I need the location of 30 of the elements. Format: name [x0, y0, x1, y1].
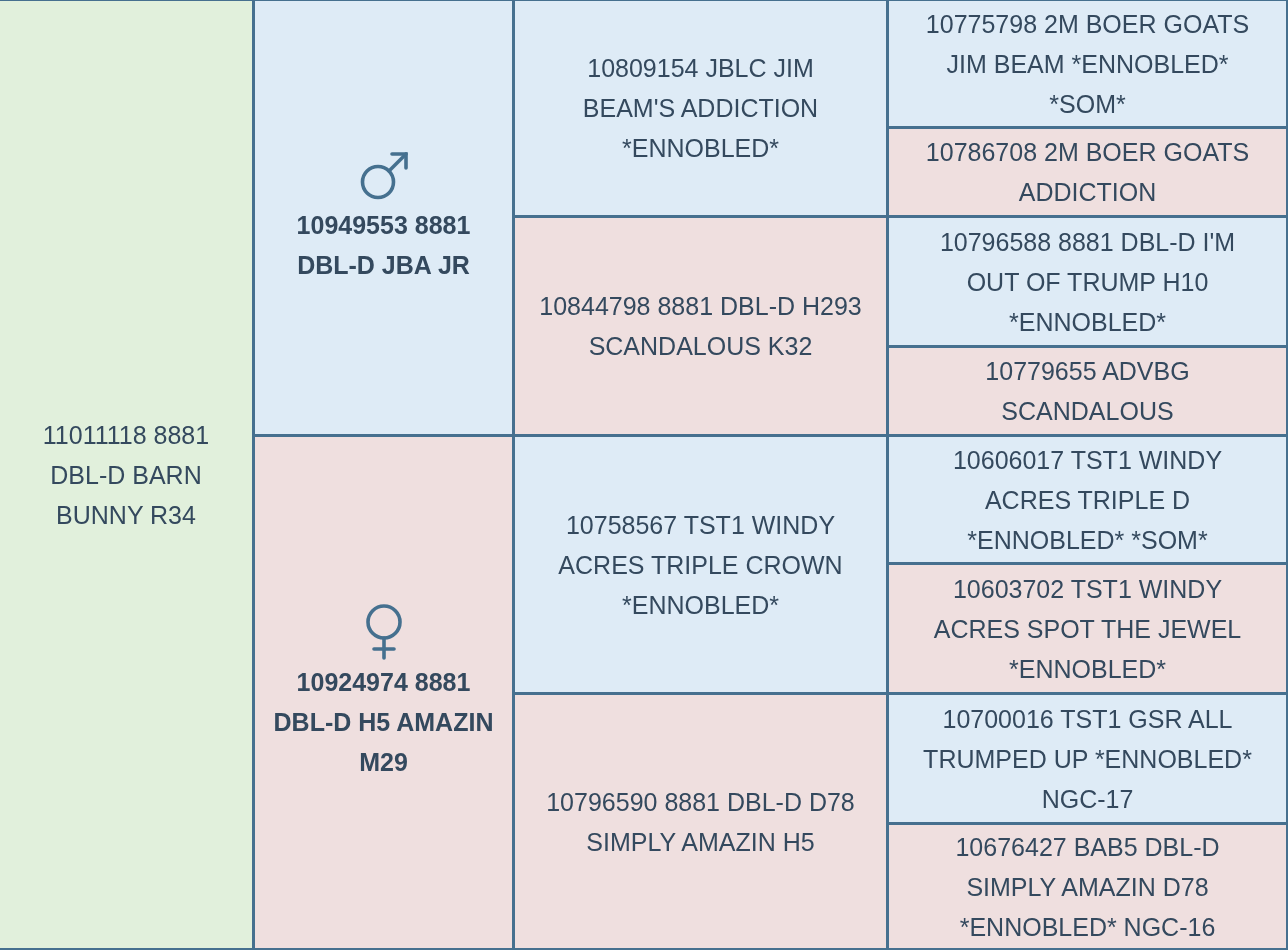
animal-name: 10606017 TST1 WINDY ACRES TRIPLE D *ENNOBLED* *SOM*	[951, 444, 1224, 556]
animal-name: 11011118 8881 DBL-D BARN BUNNY R34	[41, 419, 211, 531]
animal-name: 10786708 2M BOER GOATS ADDICTION	[924, 137, 1251, 208]
pedigree-cell	[889, 218, 1286, 345]
pedigree-cell	[889, 437, 1286, 562]
pedigree-cell	[255, 1, 512, 434]
pedigree-cell	[515, 1, 886, 215]
animal-name: 10796588 8881 DBL-D I'M OUT OF TRUMP H10 *ENNOBLED*	[938, 226, 1237, 338]
animal-name: 10796590 8881 DBL-D D78 SIMPLY AMAZIN H5	[545, 786, 856, 858]
animal-name: 10603702 TST1 WINDY ACRES SPOT THE JEWEL *ENNOBLED*	[932, 573, 1243, 685]
pedigree-cell	[515, 695, 886, 948]
pedigree-cell	[889, 825, 1286, 948]
animal-name: 10924974 8881 DBL-D H5 AMAZIN M29	[272, 666, 495, 778]
animal-name: 10809154 JBLC JIM BEAM'S ADDICTION *ENNOBLED*	[581, 53, 820, 164]
pedigree-cell	[889, 1, 1286, 126]
pedigree-cell	[889, 565, 1286, 692]
animal-name: 10779655 ADVBG SCANDALOUS	[984, 356, 1191, 427]
pedigree-cell	[889, 348, 1286, 434]
pedigree-cell	[515, 437, 886, 692]
animal-name: 10758567 TST1 WINDY ACRES TRIPLE CROWN *ENNOBLED*	[557, 509, 844, 621]
pedigree-cell	[889, 695, 1286, 822]
pedigree-cell	[255, 437, 512, 948]
pedigree-cell	[889, 129, 1286, 215]
animal-name: 10700016 TST1 GSR ALL TRUMPED UP *ENNOBLED* NGC-17	[922, 703, 1253, 815]
animal-name: 10676427 BAB5 DBL-D SIMPLY AMAZIN D78 *ENNOBLED* NGC-16	[954, 831, 1221, 943]
pedigree-cell	[0, 1, 252, 948]
pedigree-cell	[515, 218, 886, 434]
animal-name: 10949553 8881 DBL-D JBA JR	[295, 209, 472, 281]
animal-name: 10775798 2M BOER GOATS JIM BEAM *ENNOBLED* *SOM*	[924, 8, 1251, 120]
animal-name: 10844798 8881 DBL-D H293 SCANDALOUS K32	[538, 291, 863, 362]
